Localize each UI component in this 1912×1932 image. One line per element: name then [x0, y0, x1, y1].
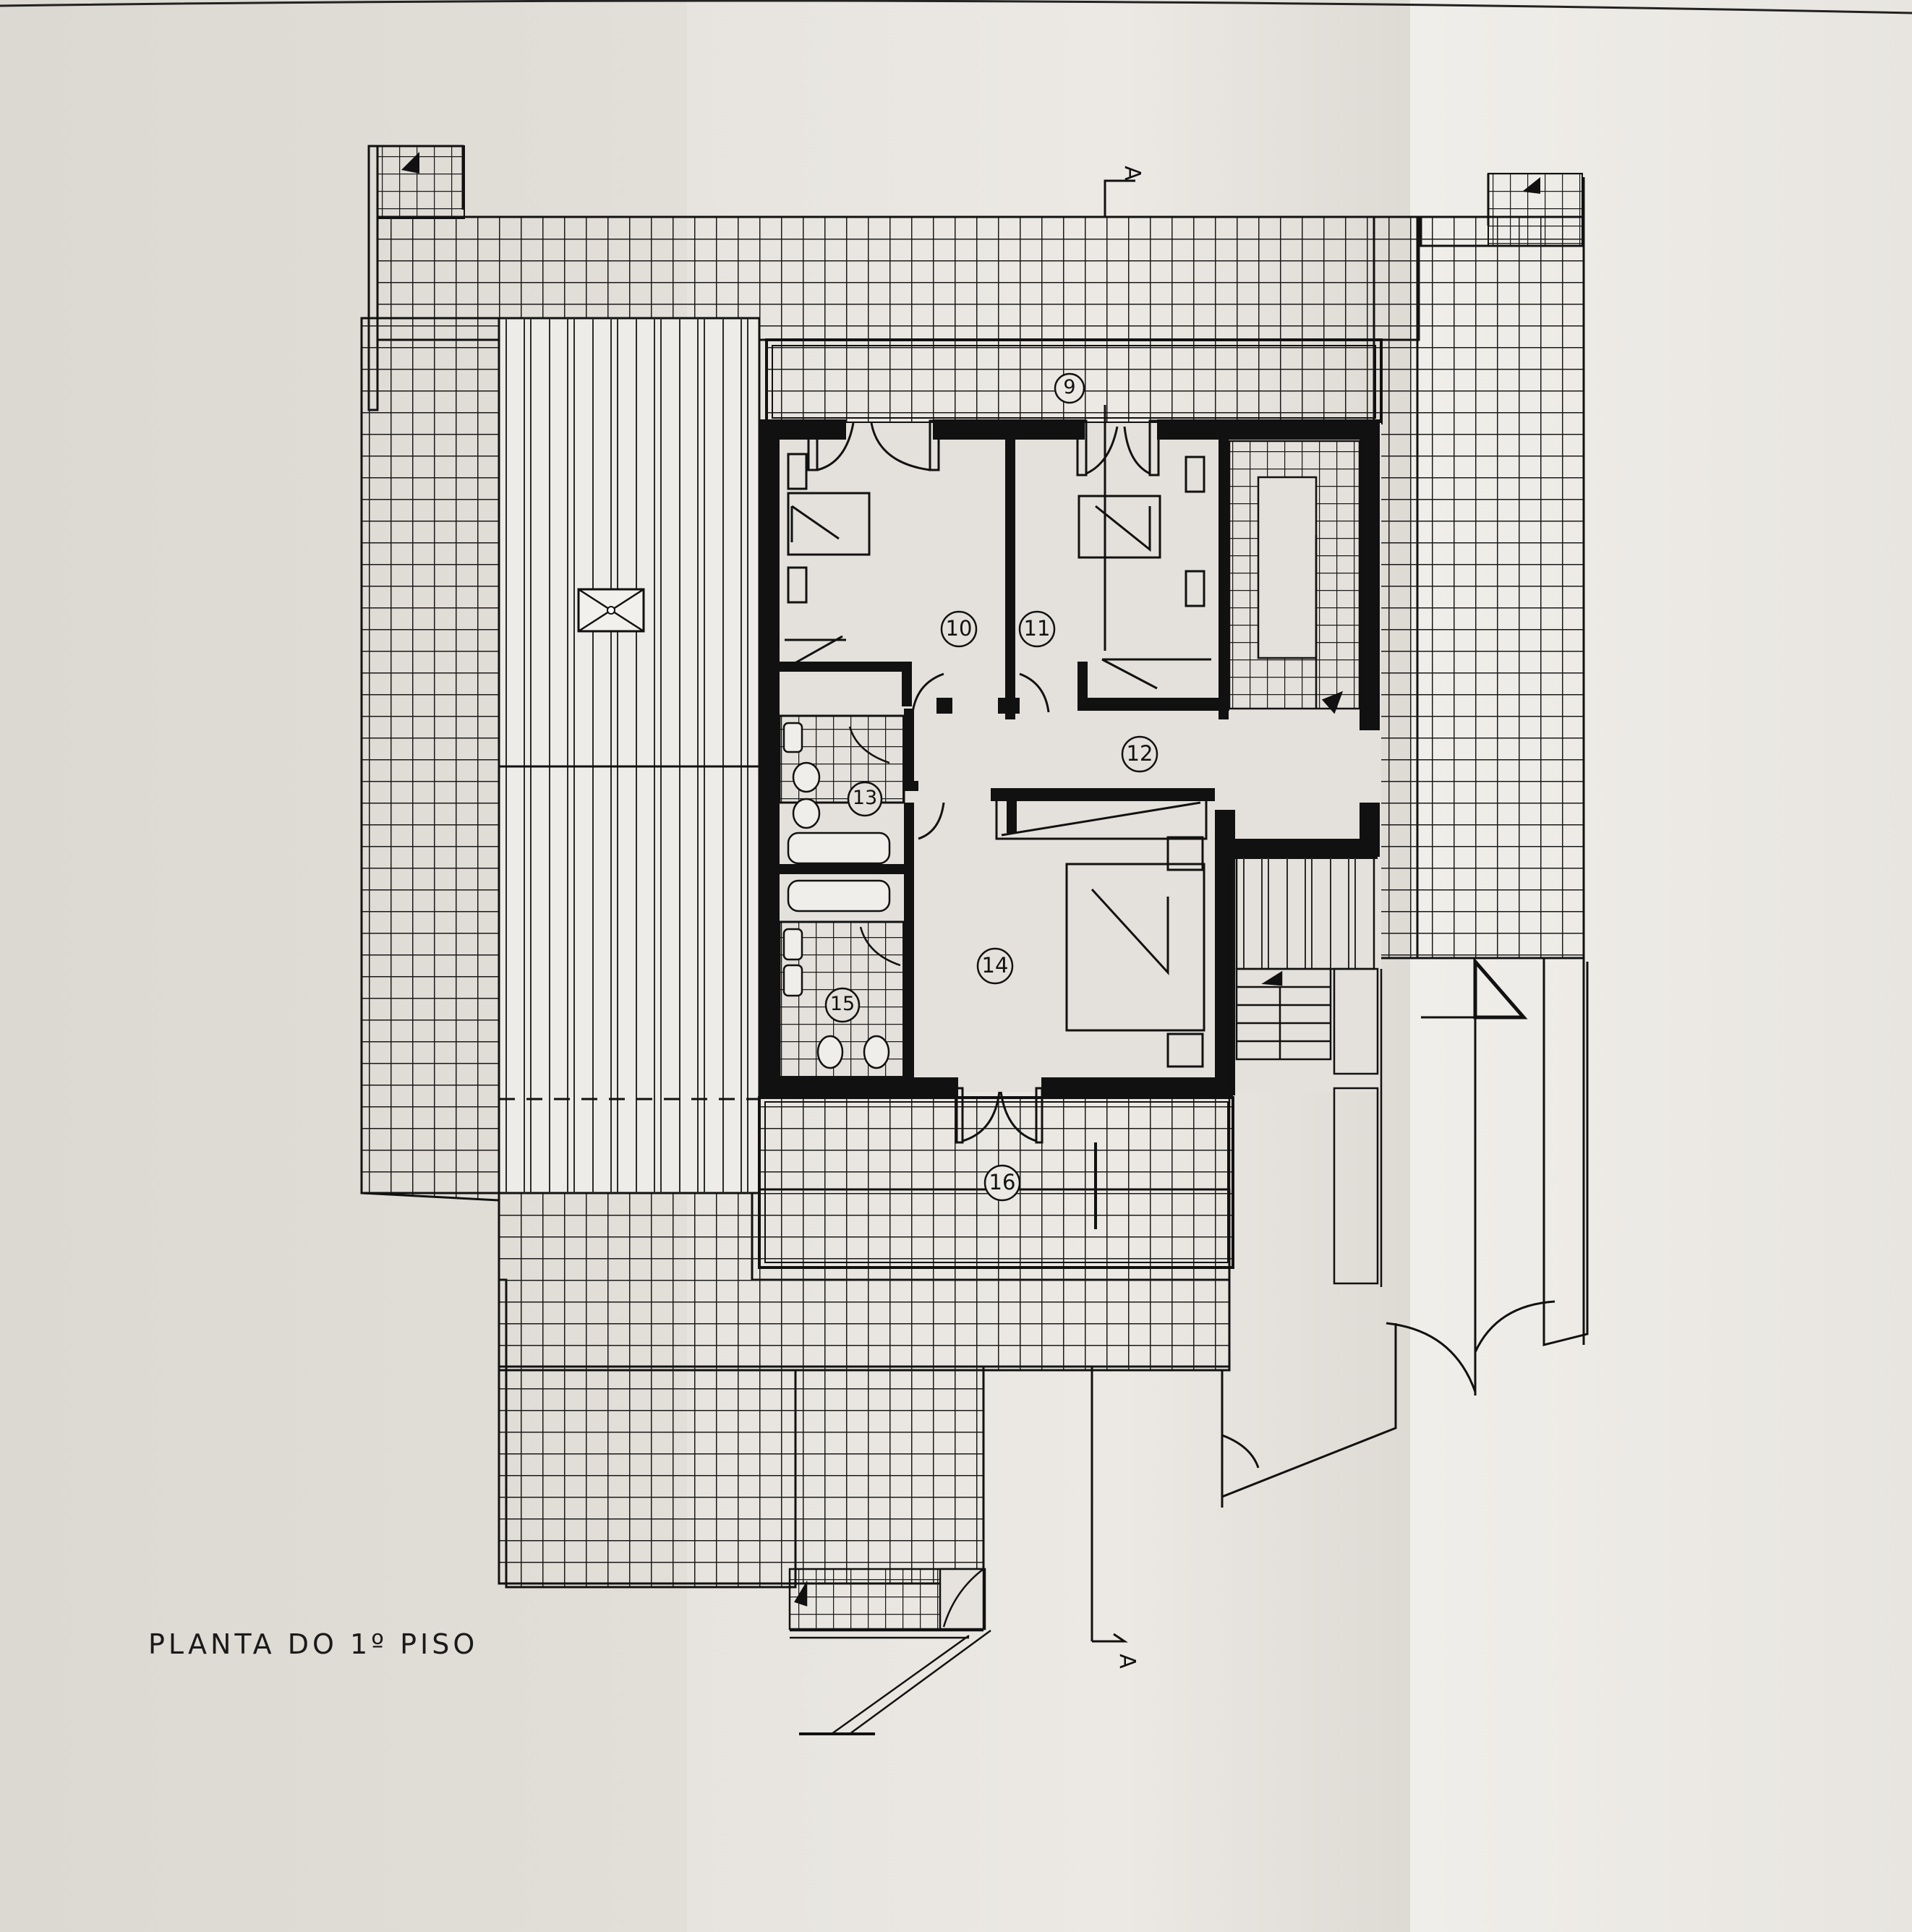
room-label-9 [1054, 372, 1085, 404]
roof-vent-icon [577, 588, 645, 633]
room-label-11 [1018, 610, 1056, 648]
interior-walls [780, 434, 1229, 1077]
stair-lower-right [1228, 855, 1383, 1323]
door-room-10-terrace [807, 419, 940, 471]
room-label-10 [940, 610, 978, 648]
room-number-11: 11 [1023, 616, 1051, 641]
room-number-10: 10 [945, 616, 973, 641]
bed-room-14 [918, 798, 1208, 1068]
room-number-9: 9 [1063, 376, 1076, 398]
section-line-a [1092, 179, 1135, 1643]
room-label-13 [847, 781, 883, 817]
room-number-16: 16 [989, 1170, 1016, 1194]
door-room-11-hall [1019, 672, 1050, 713]
room-labels [824, 372, 1158, 1202]
drawing-title: PLANTA DO 1º PISO [148, 1628, 479, 1660]
section-label-top: A [1119, 166, 1145, 181]
stair-lower-left [788, 1568, 991, 1735]
room-number-15: 15 [829, 993, 855, 1015]
door-room-14-terrace [955, 1087, 1044, 1144]
stair-top-left [367, 145, 465, 411]
bathroom-13-fixtures [782, 722, 891, 865]
top-border-line [0, 0, 1912, 14]
room-label-16 [983, 1164, 1021, 1202]
door-room-10-hall [911, 672, 944, 713]
room-number-13: 13 [852, 787, 878, 809]
room-label-12 [1121, 735, 1158, 773]
exterior-walls [759, 419, 1380, 1098]
room-label-14 [976, 947, 1014, 985]
bathroom-15-fixtures [782, 879, 901, 1069]
room-number-14: 14 [981, 953, 1009, 978]
bed-room-11 [1077, 456, 1211, 690]
section-label-bottom: A [1114, 1654, 1140, 1669]
entrance-right [1386, 957, 1589, 1395]
bed-room-10 [784, 453, 871, 670]
interior-stair [1228, 440, 1361, 714]
entrance-lower [982, 1323, 1397, 1641]
room-label-15 [824, 987, 861, 1023]
room-number-12: 12 [1126, 741, 1153, 766]
